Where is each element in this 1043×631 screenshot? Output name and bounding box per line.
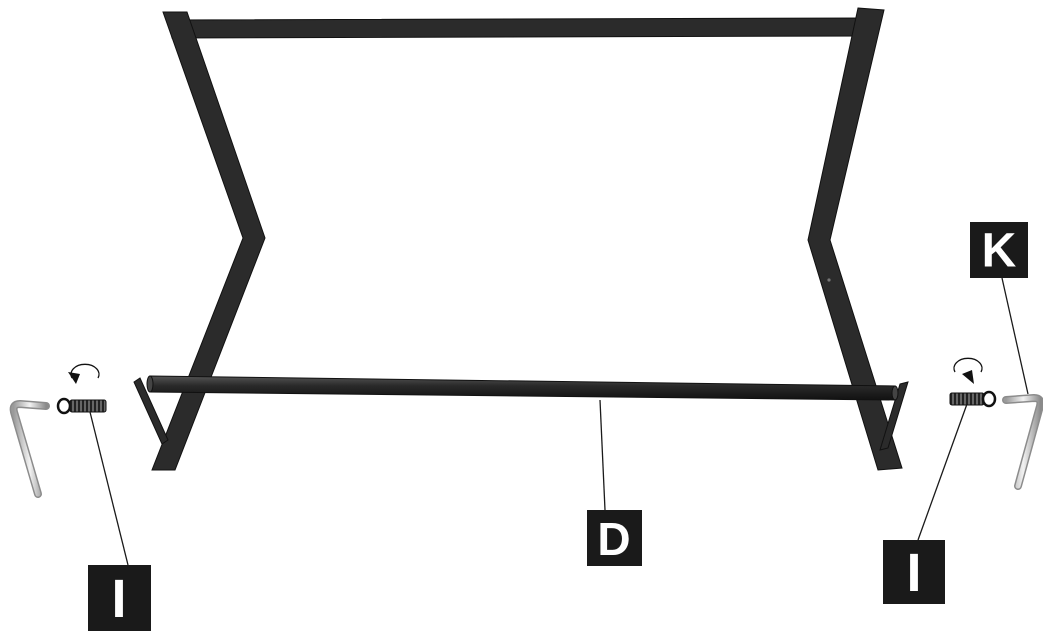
label-i-left: I [88, 565, 151, 631]
label-k-text: K [982, 225, 1017, 278]
leader-line-right-i [917, 403, 968, 541]
frame [133, 7, 909, 471]
label-d: D [587, 510, 642, 566]
rod-d [146, 375, 899, 401]
leader-line-k [1001, 277, 1029, 395]
label-i-right: I [883, 540, 945, 604]
leader-line-left-i [89, 411, 129, 566]
hex-key-icon [9, 400, 50, 498]
frame-left-leg [151, 11, 266, 471]
right-rod-bracket [879, 381, 909, 451]
label-d-text: D [597, 513, 630, 565]
screw-icon [949, 390, 997, 408]
rotation-arrow-icon [68, 363, 100, 384]
leader-line-d [599, 399, 606, 511]
left-rod-bracket [133, 377, 169, 445]
label-i-right-text: I [906, 543, 921, 603]
screw-hole [827, 278, 831, 282]
label-k: K [970, 222, 1028, 278]
screw-icon [56, 397, 107, 415]
frame-top-bar [169, 17, 871, 39]
label-i-left-text: I [111, 569, 126, 629]
hex-key-icon [1002, 394, 1043, 490]
frame-right-leg [807, 7, 903, 471]
rotation-arrow-icon [953, 357, 983, 384]
